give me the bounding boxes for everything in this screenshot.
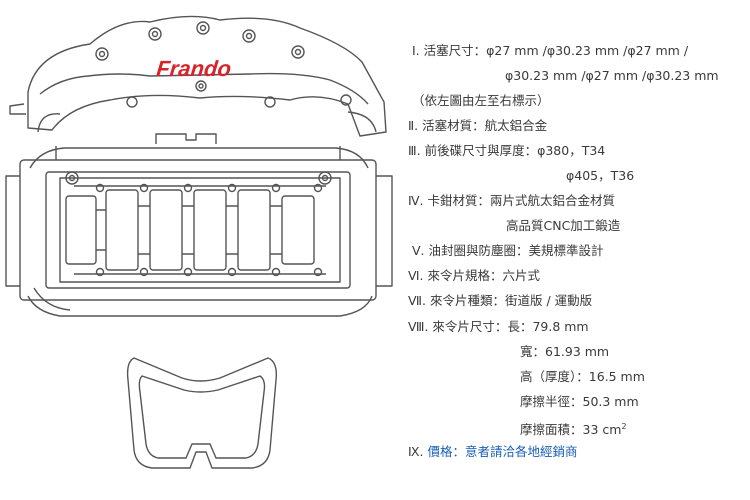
pad-type: Ⅶ. 來令片種類：街道版 / 運動版 <box>408 293 592 309</box>
caliper-material-line2: 高品質CNC加工鍛造 <box>506 218 621 233</box>
piston-size-note: （依左圖由左至右標示） <box>412 93 550 108</box>
caliper-piston-slots <box>65 189 315 271</box>
spec-value: 兩片式航太鋁合金材質 <box>490 193 616 208</box>
spec-label: 前後碟尺寸與厚度： <box>424 143 538 158</box>
disc-size-line2: φ405，T36 <box>566 168 635 183</box>
spec-label: 來令片種類： <box>429 293 505 308</box>
spec-value: 航太鋁合金 <box>484 118 548 133</box>
spec-num: Ⅰ. <box>412 43 420 58</box>
caliper-material-line1: Ⅳ. 卡鉗材質：兩片式航太鋁合金材質 <box>408 193 615 209</box>
spec-value: φ27 mm /φ30.23 mm /φ27 mm / <box>486 43 689 58</box>
spec-label: 來令片尺寸： <box>432 319 508 334</box>
price-text: 價格：意者請洽各地經銷商 <box>427 444 578 459</box>
spec-num: Ⅵ. <box>408 268 424 283</box>
pad-friction-area: 摩擦面積：33 cm2 <box>520 419 627 438</box>
caliper-top-view <box>9 15 387 137</box>
pad-size-width: 寬：61.93 mm <box>520 344 610 359</box>
spec-num: Ⅴ. <box>412 243 425 258</box>
disc-size-line1: Ⅲ. 前後碟尺寸與厚度：φ380，T34 <box>408 143 605 159</box>
piston-size-line2: φ30.23 mm /φ27 mm /φ30.23 mm <box>505 68 719 83</box>
caliper-top-bolts <box>95 21 352 108</box>
spec-label: 來令片規格： <box>427 268 503 283</box>
piston-size-line1: Ⅰ. 活塞尺寸：φ27 mm /φ30.23 mm /φ27 mm / <box>412 43 688 59</box>
spec-num: Ⅱ. <box>408 118 419 133</box>
spec-num: Ⅷ. <box>408 319 429 334</box>
price-line: Ⅸ. 價格：意者請洽各地經銷商 <box>408 444 577 460</box>
spec-value: 摩擦面積：33 cm <box>520 422 622 438</box>
caliper-front-view <box>5 133 393 317</box>
spec-value: 長：79.8 mm <box>507 319 589 334</box>
spec-num: Ⅳ. <box>408 193 424 208</box>
brand-logo: Frando <box>155 56 232 81</box>
spec-value: φ380，T34 <box>537 143 606 158</box>
spec-value: 美規標準設計 <box>528 243 604 258</box>
caliper-technical-drawing: Frando <box>5 15 393 469</box>
piston-material: Ⅱ. 活塞材質：航太鋁合金 <box>408 118 547 134</box>
spec-label: 卡鉗材質： <box>427 193 491 208</box>
pad-size-thickness: 高（厚度）：16.5 mm <box>520 369 645 384</box>
brake-pad-outline <box>126 357 278 469</box>
spec-value: 街道版 / 運動版 <box>504 293 593 308</box>
spec-value: 六片式 <box>502 268 541 283</box>
pad-spec: Ⅵ. 來令片規格：六片式 <box>408 268 540 284</box>
pad-friction-radius: 摩擦半徑：50.3 mm <box>520 394 639 409</box>
spec-label: 活塞材質： <box>422 118 485 133</box>
unit-superscript: 2 <box>621 422 627 431</box>
spec-label: 活塞尺寸： <box>423 43 487 58</box>
spec-label: 油封圈與防塵圈： <box>428 243 529 258</box>
caliper-front-bolts <box>65 171 332 277</box>
seal-spec: Ⅴ. 油封圈與防塵圈：美規標準設計 <box>412 243 604 259</box>
pad-size-length: Ⅷ. 來令片尺寸：長：79.8 mm <box>408 319 589 335</box>
spec-num: Ⅸ. <box>408 444 424 459</box>
spec-num: Ⅶ. <box>408 293 426 308</box>
spec-num: Ⅲ. <box>408 143 421 158</box>
